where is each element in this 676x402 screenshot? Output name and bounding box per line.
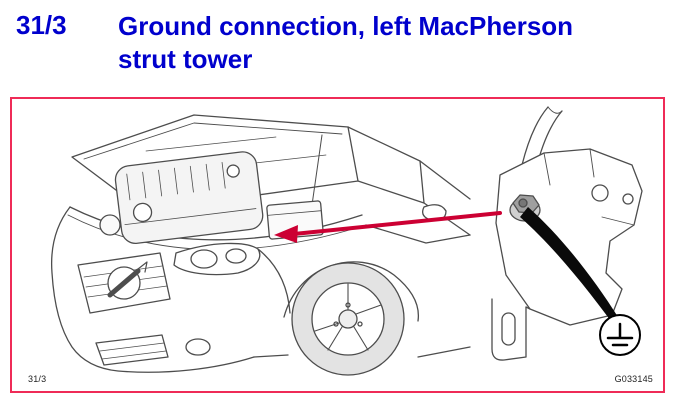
reservoir xyxy=(99,214,121,236)
windshield-cowl xyxy=(347,126,471,236)
headlight xyxy=(173,242,261,276)
volvo-emblem xyxy=(107,261,148,300)
battery-box xyxy=(266,200,324,240)
mounting-tab xyxy=(491,298,531,361)
ground-symbol-icon xyxy=(599,314,641,356)
strut-tower-bracket xyxy=(495,148,643,326)
bracket-hole xyxy=(591,184,609,202)
figure-id-label: G033145 xyxy=(614,374,653,384)
front-wheel xyxy=(291,262,405,376)
figure-box: 31/3 G033145 xyxy=(10,97,665,393)
lower-grille xyxy=(95,334,211,366)
strut-tower-detail-illustration xyxy=(491,106,643,361)
car-engine-bay-illustration xyxy=(50,114,471,376)
side-mirror xyxy=(422,204,447,221)
figure-number-label: 31/3 xyxy=(28,374,47,384)
pointer-flag xyxy=(520,207,624,339)
front-bumper xyxy=(50,206,255,373)
engine-block xyxy=(114,151,264,245)
page-title: Ground connection, left MacPherson strut… xyxy=(118,11,574,74)
section-number: 31/3 xyxy=(16,10,67,40)
